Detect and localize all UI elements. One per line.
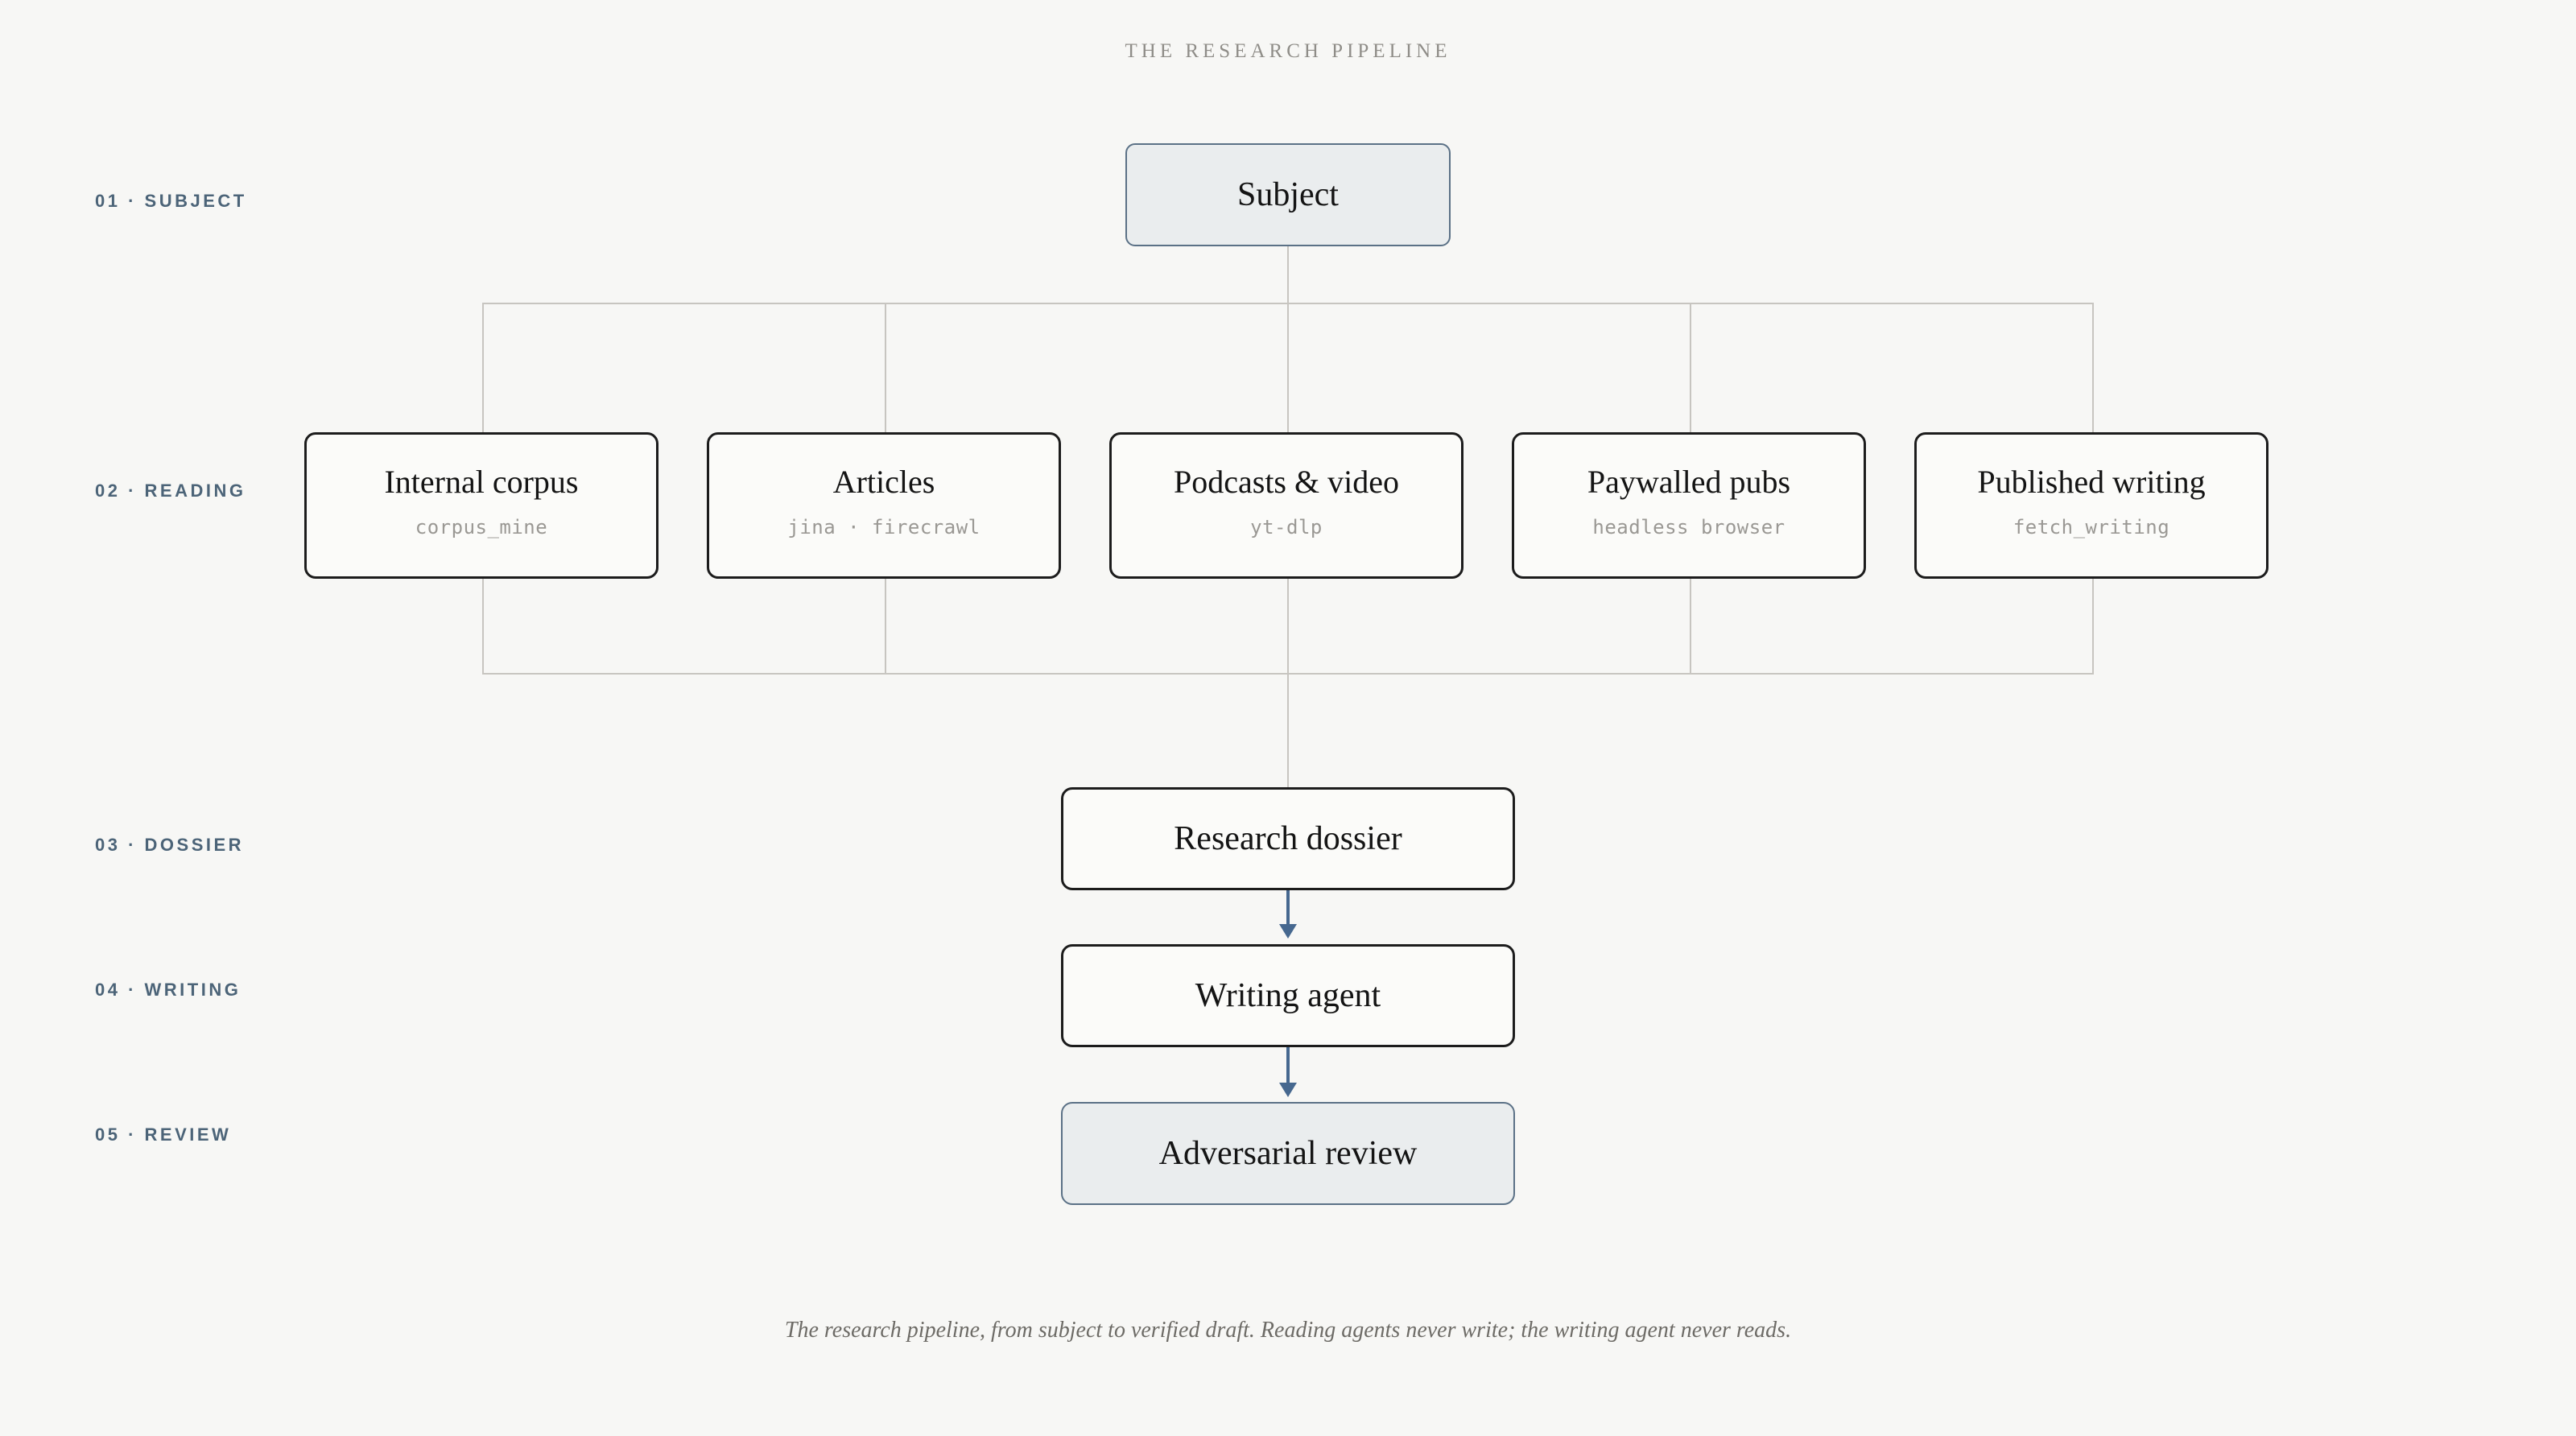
connector-top-stub-4 bbox=[1690, 303, 1691, 433]
connector-top-stub-1 bbox=[482, 303, 484, 433]
arrow-shaft bbox=[1286, 1047, 1290, 1083]
connector-subject-stem bbox=[1287, 246, 1289, 303]
connector-top-stub-3 bbox=[1287, 303, 1289, 433]
stage-label-reading: 02 · READING bbox=[95, 481, 246, 501]
node-adversarial-review: Adversarial review bbox=[1061, 1102, 1515, 1205]
node-podcasts-video: Podcasts & video yt-dlp bbox=[1109, 432, 1463, 579]
node-podcasts-video-label: Podcasts & video bbox=[1174, 464, 1399, 500]
node-paywalled-pubs-tool: headless browser bbox=[1592, 516, 1785, 538]
node-writing-agent: Writing agent bbox=[1061, 944, 1515, 1047]
arrow-shaft bbox=[1286, 890, 1290, 926]
connector-top-stub-5 bbox=[2092, 303, 2094, 433]
node-paywalled-pubs: Paywalled pubs headless browser bbox=[1512, 432, 1866, 579]
node-adversarial-review-label: Adversarial review bbox=[1158, 1134, 1418, 1172]
node-subject-label: Subject bbox=[1237, 175, 1339, 213]
node-published-writing-label: Published writing bbox=[1977, 464, 2206, 500]
connector-bottom-stub-1 bbox=[482, 579, 484, 674]
connector-bottom-stub-4 bbox=[1690, 579, 1691, 674]
stage-label-review: 05 · REVIEW bbox=[95, 1124, 232, 1145]
node-research-dossier: Research dossier bbox=[1061, 787, 1515, 890]
node-internal-corpus: Internal corpus corpus_mine bbox=[304, 432, 658, 579]
connector-bottom-stub-3 bbox=[1287, 579, 1289, 674]
node-podcasts-video-tool: yt-dlp bbox=[1250, 516, 1323, 538]
node-subject: Subject bbox=[1125, 143, 1451, 246]
stage-label-subject: 01 · SUBJECT bbox=[95, 191, 247, 211]
stage-label-dossier: 03 · DOSSIER bbox=[95, 835, 245, 855]
connector-bottom-stub-2 bbox=[885, 579, 886, 674]
connector-top-stub-2 bbox=[885, 303, 886, 433]
stage-label-writing: 04 · WRITING bbox=[95, 980, 242, 1000]
node-internal-corpus-label: Internal corpus bbox=[384, 464, 579, 500]
node-research-dossier-label: Research dossier bbox=[1174, 819, 1402, 857]
node-paywalled-pubs-label: Paywalled pubs bbox=[1587, 464, 1791, 500]
connector-merge-stem bbox=[1287, 674, 1289, 787]
diagram-title: THE RESEARCH PIPELINE bbox=[1125, 40, 1451, 62]
diagram-caption: The research pipeline, from subject to v… bbox=[784, 1318, 1792, 1343]
node-internal-corpus-tool: corpus_mine bbox=[415, 516, 548, 538]
node-writing-agent-label: Writing agent bbox=[1195, 976, 1381, 1014]
arrow-down-icon bbox=[1279, 1083, 1297, 1097]
node-articles-tool: jina · firecrawl bbox=[787, 516, 980, 538]
arrow-down-icon bbox=[1279, 924, 1297, 939]
node-articles-label: Articles bbox=[832, 464, 935, 500]
node-published-writing-tool: fetch_writing bbox=[2013, 516, 2170, 538]
node-published-writing: Published writing fetch_writing bbox=[1914, 432, 2268, 579]
node-articles: Articles jina · firecrawl bbox=[707, 432, 1061, 579]
connector-bottom-stub-5 bbox=[2092, 579, 2094, 674]
